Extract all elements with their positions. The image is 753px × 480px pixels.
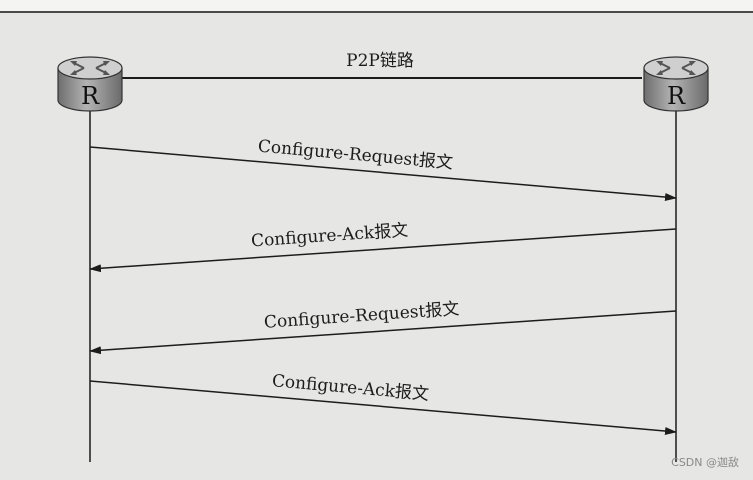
- message-1: Configure-Request报文: [89, 137, 677, 202]
- router-right-label: R: [667, 82, 686, 110]
- message-2: Configure-Ack报文: [89, 221, 677, 273]
- message-1-label: Configure-Request报文: [257, 137, 454, 174]
- top-strip: [0, 0, 753, 12]
- router-left: R: [57, 56, 123, 112]
- message-4: Configure-Ack报文: [89, 371, 677, 436]
- message-3: Configure-Request报文: [89, 299, 677, 355]
- router-icon: [643, 56, 709, 112]
- watermark-text: CSDN @迦敌: [671, 456, 739, 469]
- top-border-line: [0, 11, 753, 13]
- message-2-label: Configure-Ack报文: [250, 221, 408, 252]
- message-2-arrow: [89, 228, 677, 273]
- router-left-label: R: [81, 82, 100, 110]
- router-right: R: [643, 56, 709, 112]
- message-4-arrow: [89, 380, 677, 436]
- message-3-arrow: [89, 310, 677, 355]
- p2p-link-label: P2P链路: [346, 51, 414, 71]
- message-1-arrow: [89, 146, 677, 202]
- message-4-label: Configure-Ack报文: [271, 371, 430, 405]
- router-icon: [57, 56, 123, 112]
